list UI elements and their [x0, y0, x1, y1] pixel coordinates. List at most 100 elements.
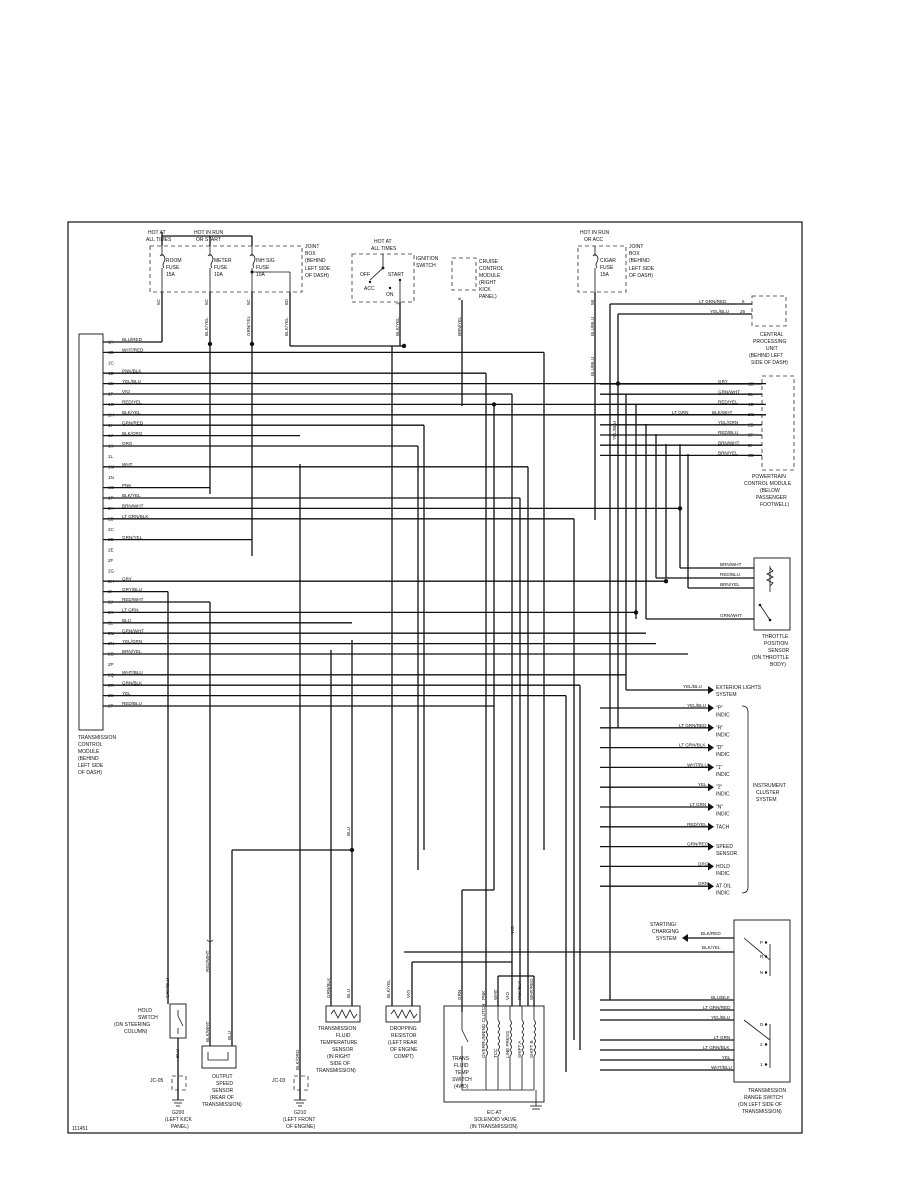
hot-label-b-2: OR START: [196, 237, 221, 243]
fuse-c-line-1: INH SIG: [256, 258, 275, 264]
cluster-label-3: SYSTEM: [756, 797, 777, 803]
pcm-wire-2: RED/YEL: [718, 400, 738, 405]
ecat-box: [443, 1005, 545, 1103]
tcm-wire-1e: YEL/BLU: [122, 379, 141, 384]
ecat-switch-2: FLUID: [454, 1063, 469, 1069]
pcm-wire-7: BRN/YEL: [718, 451, 738, 456]
ecat-wire-2: WHT: [493, 989, 498, 1000]
ign-on: ON: [386, 292, 394, 298]
oss-label-4: (REAR OF: [210, 1095, 234, 1101]
tcm-wire-2r: GRN/BLK: [122, 680, 143, 685]
indicator-label-2-1: INDIC: [716, 752, 730, 758]
g210-label-3: OF ENGINE): [286, 1124, 316, 1130]
fuse-symbol-cigar: [592, 254, 599, 269]
trs-label-3: (ON LEFT SIDE OF: [738, 1102, 782, 1108]
trs-position-n: N: [760, 970, 763, 975]
indicator-wire-4: YEL: [698, 782, 707, 787]
ign-acc: ACC: [364, 286, 375, 292]
pcm-yel-blu-vertical: YEL/BLU: [612, 421, 617, 440]
hot-label-b-1: HOT IN RUN: [194, 230, 223, 236]
indicator-label-7-1: SENSOR: [716, 851, 738, 857]
oss-wire-b: BLK/WHT: [205, 1021, 210, 1042]
tcm-label-1: TRANSMISSION: [78, 735, 116, 741]
tcm-pin-1c: 1C: [108, 360, 115, 365]
ecat-label-3: (IN TRANSMISSION): [470, 1124, 518, 1130]
pcm-wire-6: BRN/WHT: [718, 440, 740, 445]
hot-label-a-1: HOT AT: [148, 230, 166, 236]
tcm-pin-1l: 1L: [108, 454, 114, 459]
cigar-box-outline: [577, 245, 627, 293]
tcm-pin-2c: 2C: [108, 527, 115, 532]
indicator-label-0-0: "P": [716, 706, 723, 712]
wire-blu-blu-cigar: BLU/BLU: [590, 317, 595, 336]
wire-blk-yel-d: BLK/YEL: [284, 317, 289, 336]
indicator-wire-6: RED/YEL: [687, 822, 707, 827]
tcm-wire-1a: BLU/RED: [122, 337, 143, 342]
fuse-b-line-2: FUSE: [214, 265, 228, 271]
tcm-wire-1i: GRN/RED: [122, 420, 144, 425]
tcm-wire-2h: GRY: [122, 576, 132, 581]
tps-wire-1: BRN/WHT: [720, 562, 742, 567]
tcm-label-2: CONTROL: [78, 742, 103, 748]
cpu-label-5: SIDE OF DASH): [751, 360, 788, 366]
indicator-label-8-0: HOLD: [716, 864, 730, 870]
pcm-label-2: CONTROL MODULE: [744, 481, 792, 487]
cigar-name-2: FUSE: [600, 265, 614, 271]
indicator-label-9-0: AT OIL: [716, 884, 732, 890]
dropping-label-5: COMPT): [394, 1054, 414, 1060]
cruise-pin: 6: [457, 297, 462, 300]
cruise-label-2: CONTROL: [479, 266, 504, 272]
tcm-pin-2e: 2E: [108, 548, 114, 553]
cigar-hot-1: HOT IN RUN: [580, 230, 609, 236]
tcm-wire-1o: PNK: [122, 483, 132, 488]
tfts-label-6: SIDE OF: [330, 1061, 350, 1067]
cigar-jb-3: (BEHIND: [629, 258, 650, 264]
trs-position-d: D: [760, 1022, 764, 1027]
fuse-symbol-inh: [249, 254, 256, 269]
tfts-label-5: (IN RIGHT: [327, 1054, 351, 1060]
tfts-label-4: SENSOR: [332, 1047, 354, 1053]
oss-label-3: SENSOR: [212, 1088, 234, 1094]
ign-off: OFF: [360, 272, 370, 278]
ext-lights-label-2: SYSTEM: [716, 692, 737, 698]
cruise-label-5: KICK: [479, 287, 491, 293]
fuse-a-pin: 5C: [156, 298, 161, 305]
tcm-wire-2i: GRY/BLU: [122, 587, 142, 592]
cigar-jb-1: JOINT: [629, 244, 643, 250]
tcm-wire-2l: BLU: [122, 618, 131, 623]
ecat-label-2: SOLENOID VALVE: [474, 1117, 517, 1123]
oss-wire-c: BLU: [227, 1031, 232, 1040]
tps-label-1: THROTTLE: [762, 634, 789, 640]
ecat-wire-5: WHT/RED: [529, 978, 534, 1000]
joint-box-label-5: OF DASH): [305, 273, 329, 279]
cluster-label-2: CLUSTER: [756, 790, 780, 796]
trs-wire-3: LT GRN: [714, 1035, 730, 1040]
pcm-label-4: PASSENGER: [756, 495, 787, 501]
ecat-switch-1: TRANS: [452, 1056, 470, 1062]
ign-label-1: IGNITION: [416, 256, 439, 262]
g200-label-2: (LEFT KICK: [165, 1117, 193, 1123]
wire-routes: [103, 304, 766, 1072]
g200-label-3: PANEL): [171, 1124, 189, 1130]
indicator-wire-3: WHT/BLU: [687, 762, 708, 767]
trs-label-2: RANGE SWITCH: [744, 1095, 783, 1101]
tps-wire-2: RED/BLU: [720, 572, 740, 577]
starting-label-3: SYSTEM: [656, 936, 677, 942]
cpu-label-2: PROCESSING: [753, 339, 786, 345]
cpu-label-4: (BEHIND LEFT: [749, 353, 783, 359]
indicator-label-7-0: SPEED: [716, 844, 733, 850]
g210-label-1: G210: [294, 1110, 306, 1116]
hold-switch-label-1: HOLD: [138, 1008, 152, 1014]
indicator-label-4-0: "2": [716, 785, 723, 791]
cpu-pin-1: 6: [742, 299, 745, 304]
trs-box: [733, 919, 791, 1083]
tps-wire-4: GRN/WHT: [720, 613, 742, 618]
cpu-label-1: CENTRAL: [760, 332, 784, 338]
joint-box-label-3: (BEHIND: [305, 258, 326, 264]
oss-coil: [207, 1052, 229, 1061]
cigar-name-1: CIGAR: [600, 258, 616, 264]
ecat-wire-4: PNK/BLK: [517, 980, 522, 1000]
fuse-a-line-2: FUSE: [166, 265, 180, 271]
